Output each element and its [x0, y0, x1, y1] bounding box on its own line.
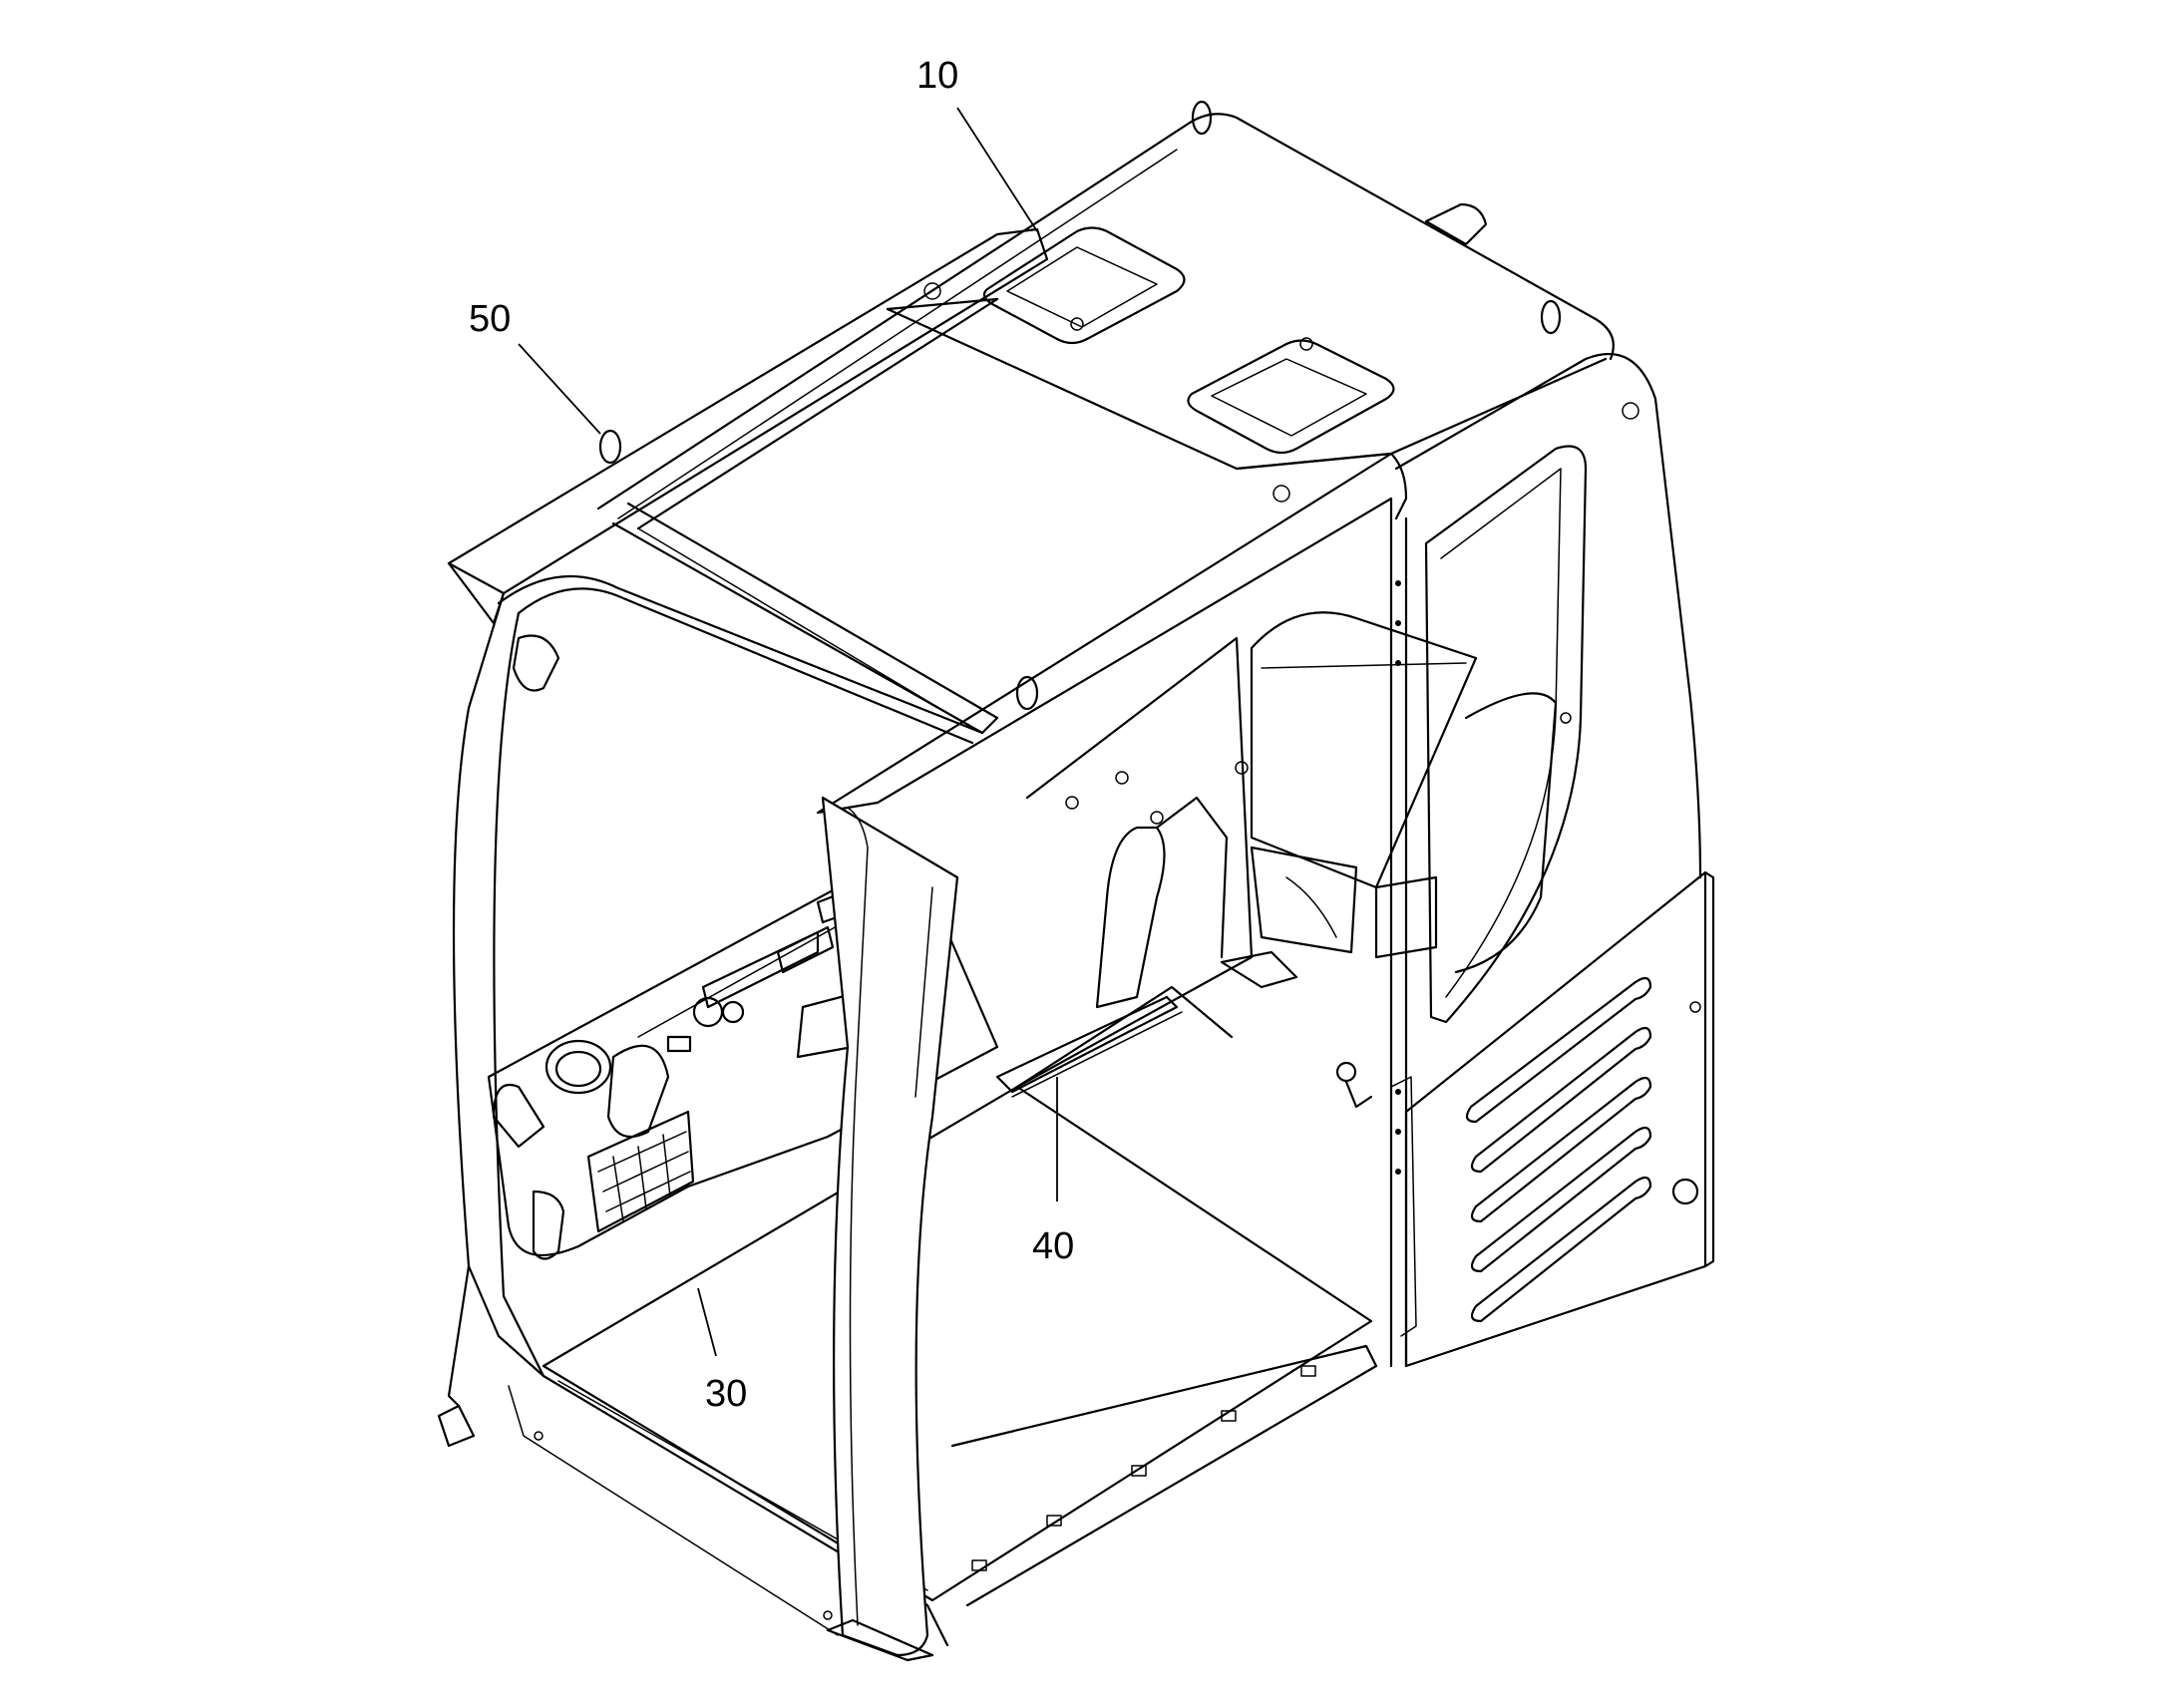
- left-front-frame: [437, 561, 984, 1647]
- callout-10: 10: [916, 55, 958, 97]
- front-pillar: [821, 796, 959, 1662]
- right-side-wall: [1389, 352, 1715, 1368]
- door-hinge-column: [1390, 580, 1417, 1337]
- rear-interior-panel: [1015, 636, 1298, 1089]
- cab-floor: [542, 985, 1378, 1607]
- callout-leaders: [518, 107, 1058, 1357]
- roof-panel: [596, 100, 1639, 711]
- callout-50: 50: [469, 298, 511, 340]
- callout-40: 40: [1032, 1225, 1074, 1267]
- console-grille: [586, 1110, 695, 1233]
- callout-30: 30: [705, 1373, 747, 1415]
- seat-and-rear-wall: [1235, 611, 1572, 974]
- floor-clips: [971, 1365, 1316, 1571]
- side-vent-slots: [1465, 976, 1652, 1323]
